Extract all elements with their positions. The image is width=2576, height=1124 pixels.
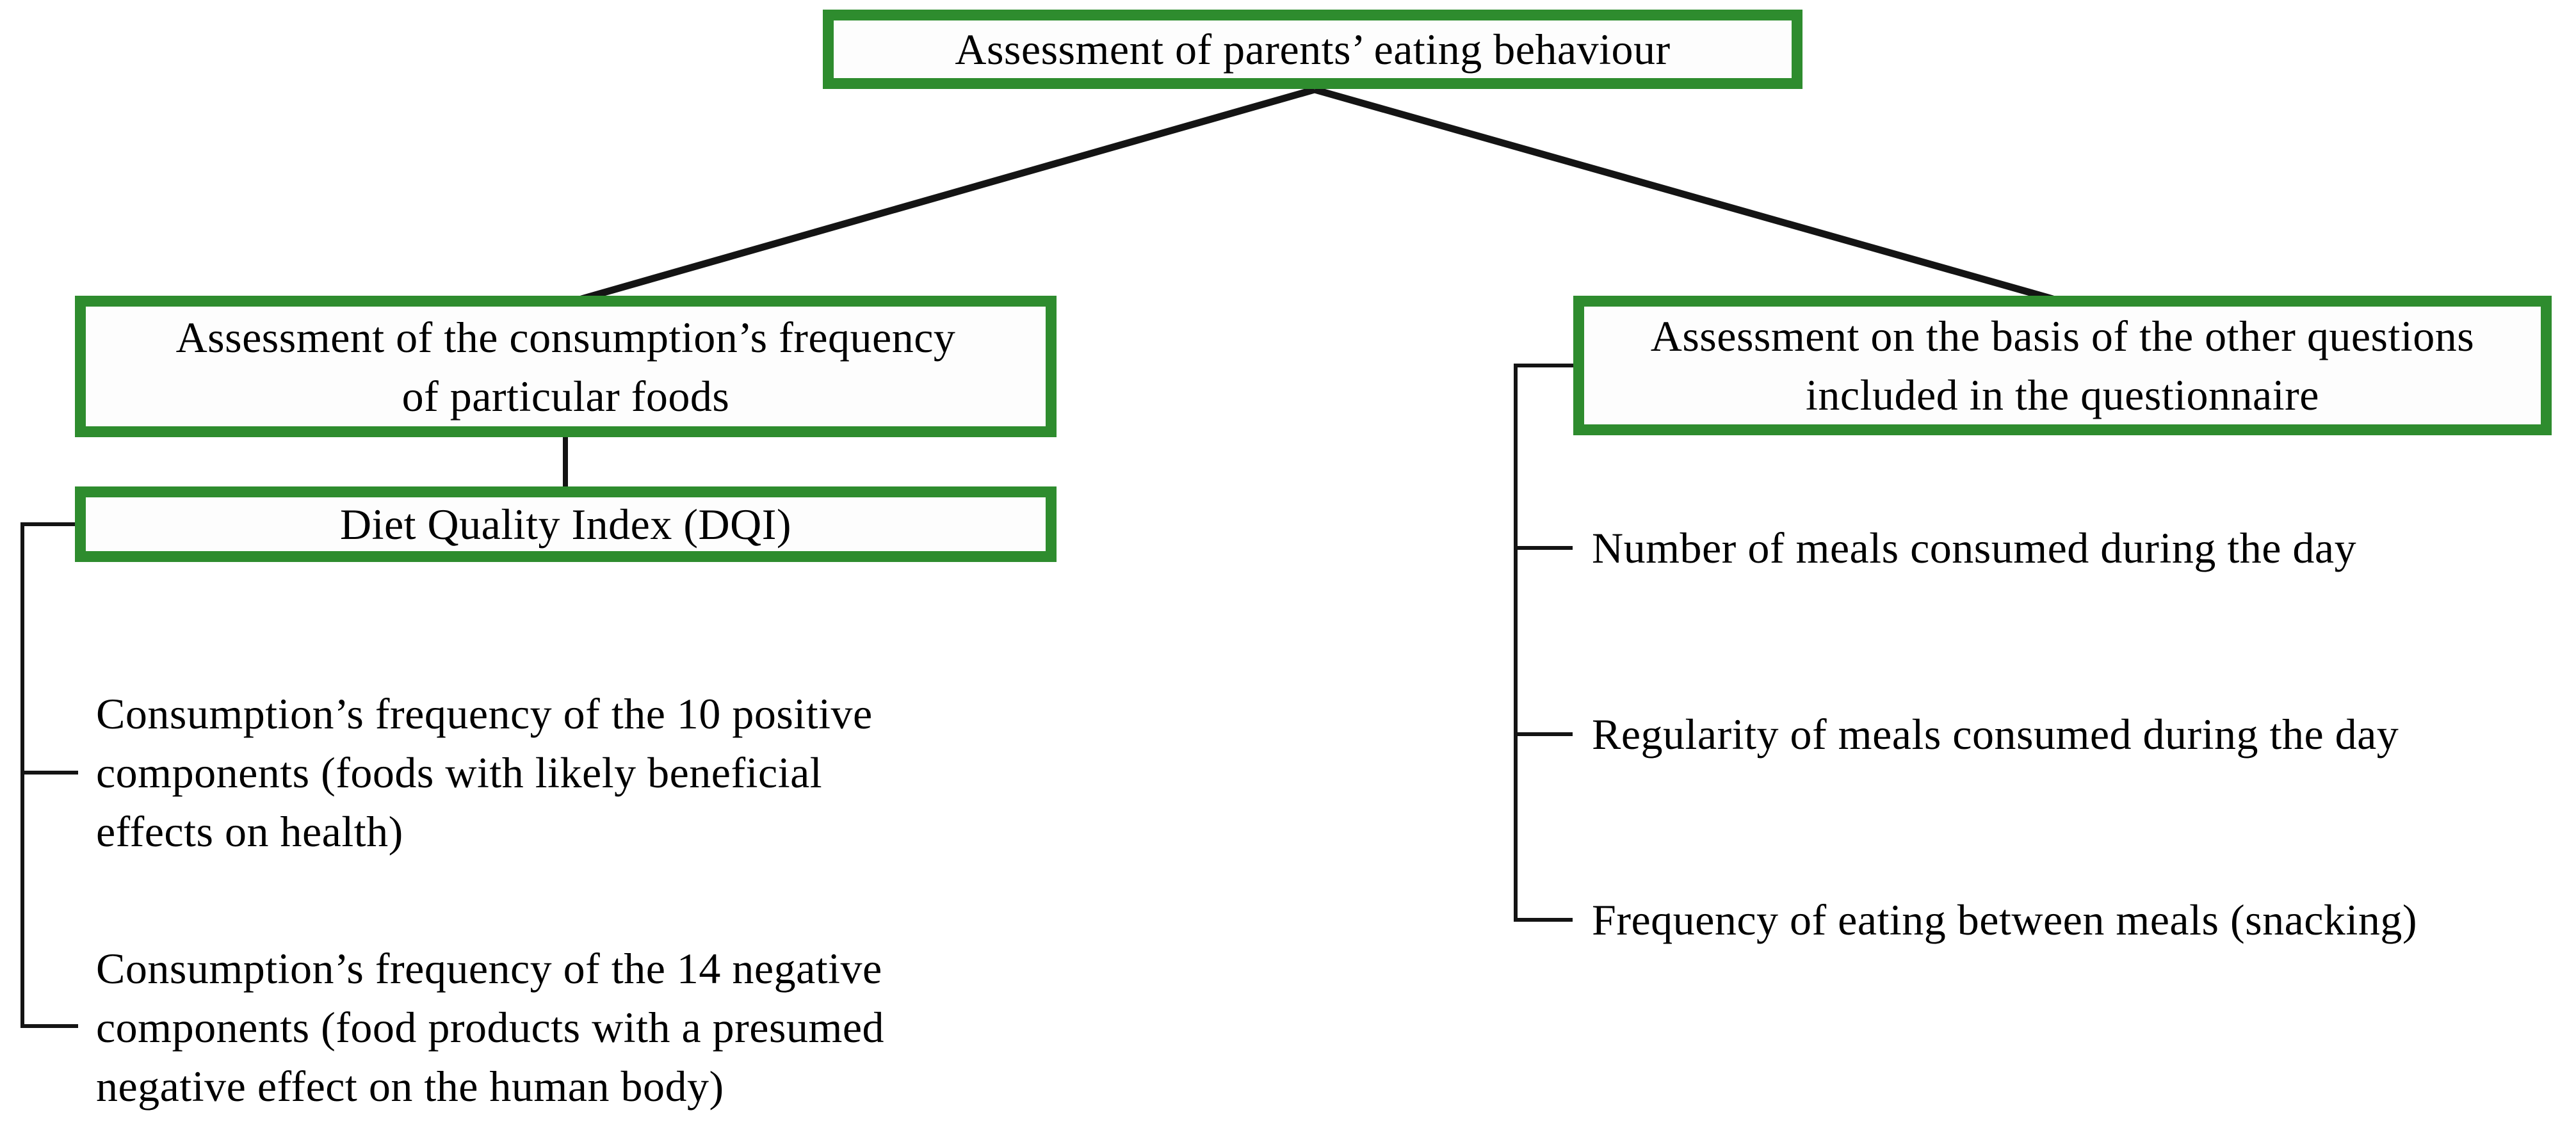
diagonal-left-connector-line <box>580 86 1316 303</box>
positive-components-item: Consumption’s frequency of the 10 positi… <box>96 689 873 856</box>
meals-number-item: Number of meals consumed during the day <box>1592 524 2357 572</box>
questionnaire-assessment-box: Assessment on the basis of the other que… <box>1573 296 2552 435</box>
diet-quality-index-box: Diet Quality Index (DQI) <box>75 486 1057 562</box>
questionnaire-assessment-label: Assessment on the basis of the other que… <box>1650 312 2475 419</box>
root-assessment-box: Assessment of parents’ eating behaviour <box>823 10 1802 89</box>
consumption-frequency-box: Assessment of the consumption’s frequenc… <box>75 296 1057 437</box>
negative-components-item: Consumption’s frequency of the 14 negati… <box>96 944 885 1111</box>
root-assessment-label: Assessment of parents’ eating behaviour <box>955 25 1671 74</box>
consumption-frequency-label: Assessment of the consumption’s frequenc… <box>175 312 956 421</box>
right-bracket-line <box>1514 364 1575 922</box>
left-bracket-line <box>20 522 78 1028</box>
diet-quality-index-label: Diet Quality Index (DQI) <box>339 500 791 549</box>
snacking-frequency-item: Frequency of eating between meals (snack… <box>1592 895 2417 944</box>
diagonal-right-connector-line <box>1313 86 2054 303</box>
meals-regularity-item: Regularity of meals consumed during the … <box>1592 710 2399 759</box>
